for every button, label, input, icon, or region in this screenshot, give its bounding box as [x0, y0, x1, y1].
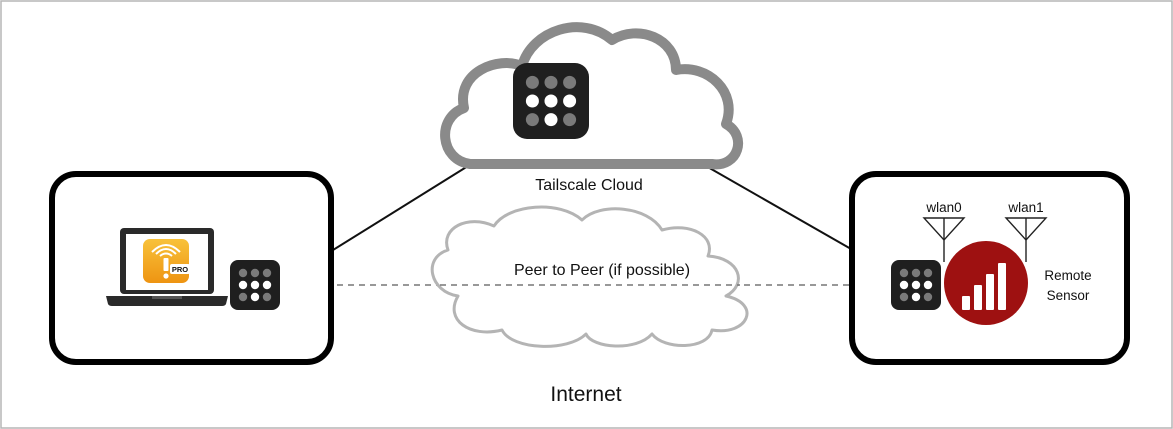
wlan1-label: wlan1 — [1007, 200, 1043, 215]
peer-to-peer-label: Peer to Peer (if possible) — [514, 262, 690, 279]
wifi-explorer-pro-app-icon — [143, 239, 190, 283]
app-pro-badge: PRO — [172, 265, 188, 274]
internet-cloud-shape — [430, 205, 749, 348]
remote-sensor-label-line1: Remote — [1044, 268, 1091, 283]
wlan0-label: wlan0 — [925, 200, 961, 215]
tailscale-cloud-logo-icon — [513, 63, 589, 139]
internet-label: Internet — [550, 383, 621, 406]
tailscale-client-left-icon — [230, 260, 280, 310]
remote-sensor-label-line2: Sensor — [1047, 288, 1090, 303]
tailscale-cloud-label: Tailscale Cloud — [535, 177, 643, 194]
remote-sensor-signal-icon — [944, 241, 1028, 325]
tailscale-client-right-icon — [891, 260, 941, 310]
wlan0-antenna-icon — [922, 217, 966, 262]
wlan1-antenna-icon — [1004, 217, 1048, 262]
